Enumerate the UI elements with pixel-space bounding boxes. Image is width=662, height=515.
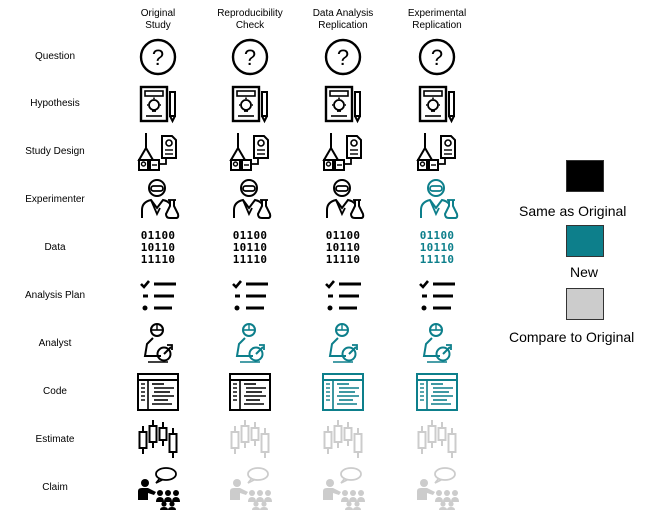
analyst-icon [226,322,274,366]
study-design-icon [319,130,367,174]
data-binary-line: 11110 [419,253,455,266]
row-label: Claim [42,482,68,493]
analyst-icon [413,322,461,366]
hypothesis-icon [319,82,367,126]
analysis-plan-icon [134,274,182,318]
svg-text:?: ? [152,45,164,70]
data-binary-line: 11110 [325,253,361,266]
legend-label-same: Same as Original [519,203,627,219]
row-label: Experimenter [25,194,85,205]
study-design-icon [226,130,274,174]
legend-swatch-same [566,160,604,192]
estimate-icon [134,418,182,462]
analyst-icon [134,322,182,366]
data-binary-line: 10110 [140,241,176,254]
experimenter-icon [319,178,367,222]
claim-icon [134,466,182,510]
analysis-plan-icon [226,274,274,318]
data-binary-line: 01100 [140,229,176,242]
column-header-line2: Check [235,20,265,31]
question-icon: ? [413,35,461,79]
row-label: Data [44,242,66,253]
claim-icon [319,466,367,510]
row-label: Hypothesis [30,98,80,109]
column-header-line2: Replication [318,20,368,31]
hypothesis-icon [134,82,182,126]
row-label: Analyst [38,338,72,349]
hypothesis-icon [413,82,461,126]
data-binary-line: 11110 [140,253,176,266]
data-binary-line: 10110 [325,241,361,254]
hypothesis-icon [226,82,274,126]
row-label: Question [34,51,76,62]
row-label: Analysis Plan [24,290,86,301]
experimenter-icon [413,178,461,222]
column-header-line1: Original [140,8,176,19]
data-binary-line: 01100 [232,229,268,242]
study-design-icon [134,130,182,174]
experimenter-icon [226,178,274,222]
column-header-line1: Reproducibility [217,8,283,19]
column-header-line2: Replication [412,20,462,31]
code-icon [226,370,274,414]
legend-swatch-compare [566,288,604,320]
question-icon: ? [226,35,274,79]
svg-text:?: ? [337,45,349,70]
estimate-icon [413,418,461,462]
claim-icon [226,466,274,510]
study-design-icon [413,130,461,174]
column-header-line1: Experimental [407,8,467,19]
column-header-line1: Data Analysis [312,8,374,19]
data-binary-line: 01100 [419,229,455,242]
row-label: Study Design [25,146,85,157]
estimate-icon [226,418,274,462]
svg-text:?: ? [431,45,443,70]
svg-text:?: ? [244,45,256,70]
code-icon [413,370,461,414]
estimate-icon [319,418,367,462]
code-icon [134,370,182,414]
claim-icon [413,466,461,510]
row-label: Code [43,386,67,397]
question-icon: ? [319,35,367,79]
legend-label-compare: Compare to Original [509,329,635,345]
code-icon [319,370,367,414]
data-binary-line: 11110 [232,253,268,266]
data-binary-line: 10110 [232,241,268,254]
question-icon: ? [134,35,182,79]
experimenter-icon [134,178,182,222]
analyst-icon [319,322,367,366]
legend-label-new: New [570,264,599,280]
data-binary-line: 01100 [325,229,361,242]
legend-swatch-new [566,225,604,257]
data-binary-line: 10110 [419,241,455,254]
row-label: Estimate [35,434,75,445]
analysis-plan-icon [413,274,461,318]
analysis-plan-icon [319,274,367,318]
column-header-line2: Study [145,20,171,31]
